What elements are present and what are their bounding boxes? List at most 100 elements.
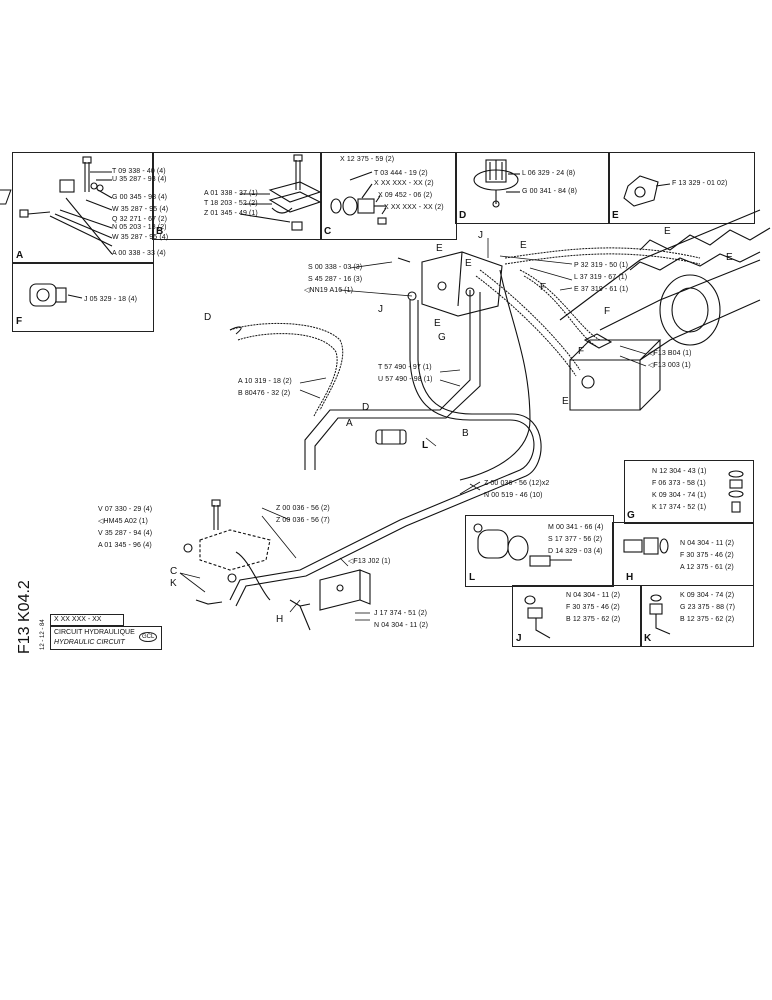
label-t57: T 57 490 - 97 (1) — [378, 364, 432, 371]
bottom-block-drawing — [289, 569, 371, 631]
panel-d-label: L 06 329 - 24 (8) — [522, 170, 576, 177]
label-z00-b: Z 00 036 - 56 (7) — [276, 517, 330, 524]
callout-letter: E — [726, 252, 733, 263]
callout-letter: E — [465, 258, 472, 269]
panel-a-label: Q 32 271 - 67 (2) — [112, 216, 168, 223]
label-f13-j02: ◁F13 J02 (1) — [348, 558, 391, 565]
sheet-code: F13 K04.2 — [16, 580, 33, 654]
callout-letter: J — [478, 230, 483, 241]
panel-a-frame — [12, 152, 154, 264]
panel-g-label: K 09 304 - 74 (1) — [652, 492, 707, 499]
label-s00: S 00 338 - 03 (3) — [308, 264, 363, 271]
label-n00: N 00 519 - 46 (10) — [484, 492, 543, 499]
panel-j-parts-drawing — [524, 595, 551, 639]
panel-c-frame — [320, 152, 457, 240]
panel-e-letter: E — [612, 210, 619, 221]
panel-g-frame — [624, 460, 754, 524]
panel-a-label: N 05 203 - 18 (2) — [112, 224, 167, 231]
label-p32: P 32 319 - 50 (1) — [574, 262, 629, 269]
label-a10: A 10 319 - 18 (2) — [238, 378, 292, 385]
panel-f-letter: F — [16, 316, 23, 327]
panel-h-label: A 12 375 - 61 (2) — [680, 564, 734, 571]
callout-letter: D — [204, 312, 212, 323]
panel-l-label: M 00 341 - 66 (4) — [548, 524, 604, 531]
panel-e-label: F 13 329 - 01 02) — [672, 180, 728, 187]
panel-l-label: S 17 377 - 56 (2) — [548, 536, 603, 543]
rigid-pipes — [229, 269, 542, 607]
panel-a-label: G 00 345 - 98 (4) — [112, 194, 168, 201]
label-u57: U 57 490 - 98 (1) — [378, 376, 433, 383]
panel-a-label: W 35 287 - 95 (4) — [112, 206, 169, 213]
panel-e-flange-drawing — [623, 175, 671, 207]
callout-letter: H — [276, 614, 284, 625]
callout-letter: G — [438, 332, 446, 343]
panel-d-filter-drawing — [473, 159, 520, 208]
callout-letter: E — [434, 318, 441, 329]
panel-k-parts-drawing — [649, 594, 671, 635]
callout-letter: E — [664, 226, 671, 237]
label-f13-804: ◁F13 B04 (1) — [648, 350, 692, 357]
panel-h-parts-drawing — [623, 537, 669, 555]
callout-letter: D — [362, 402, 370, 413]
panel-c-letter: C — [324, 226, 332, 237]
panel-c-label: X XX XXX - XX (2) — [384, 204, 444, 211]
callout-letter: K — [170, 578, 177, 589]
panel-c-label: X 12 375 - 59 (2) — [340, 156, 395, 163]
panel-a-letter: A — [16, 250, 24, 261]
label-a01: A 01 345 - 96 (4) — [98, 542, 152, 549]
panel-h-label: F 30 375 - 46 (2) — [680, 552, 734, 559]
panel-l-letter: L — [469, 572, 476, 583]
label-n04: N 04 304 - 11 (2) — [374, 622, 429, 629]
label-z00-a: Z 00 036 - 56 (2) — [276, 505, 330, 512]
callout-letter: B — [462, 428, 469, 439]
panel-c-label: T 03 444 - 19 (2) — [374, 170, 428, 177]
panel-b-label: A 01 338 - 37 (1) — [204, 190, 258, 197]
callout-letter: L — [422, 440, 429, 451]
bottom-valve-drawing — [183, 499, 271, 605]
label-f13-003: ◁F13 003 (1) — [648, 362, 691, 369]
panel-k-label: K 09 304 - 74 (2) — [680, 592, 735, 599]
panel-a-bracket-drawing — [0, 156, 113, 255]
panel-g-label: F 06 373 - 58 (1) — [652, 480, 706, 487]
label-j17: J 17 374 - 51 (2) — [374, 610, 428, 617]
panel-l-label: D 14 329 - 03 (4) — [548, 548, 603, 555]
label-l37: L 37 319 - 67 (1) — [574, 274, 628, 281]
label-e37: E 37 319 - 61 (1) — [574, 286, 629, 293]
label-z00-top: Z 00 036 - 56 (12)x2 — [484, 480, 550, 487]
callout-letter: F — [540, 282, 547, 293]
callout-letter: C — [170, 566, 178, 577]
label-v35: V 35 287 - 94 (4) — [98, 530, 153, 537]
panel-f-fitting-drawing — [29, 283, 83, 307]
panel-k-letter: K — [644, 633, 652, 644]
panel-k-frame — [640, 585, 754, 647]
panel-h-letter: H — [626, 572, 634, 583]
title-en: HYDRAULIC CIRCUIT — [54, 639, 125, 646]
panel-h-label: N 04 304 - 11 (2) — [680, 540, 735, 547]
panel-k-label: G 23 375 - 88 (7) — [680, 604, 736, 611]
title-main-box: CIRCUIT HYDRAULIQUE HYDRAULIC CIRCUIT GC… — [50, 626, 162, 650]
panel-g-parts-drawing — [728, 470, 744, 513]
title-partno-box: X XX XXX - XX — [50, 614, 124, 626]
panel-e-frame — [608, 152, 755, 224]
title-partno: X XX XXX - XX — [54, 616, 102, 623]
panel-b-clamp-drawing — [239, 154, 322, 231]
callout-letter: J — [378, 304, 383, 315]
pipe-clamp-l-drawing — [375, 429, 407, 445]
panel-a-label: U 35 287 - 93 (4) — [112, 176, 167, 183]
callout-letter: E — [520, 240, 527, 251]
panel-l-parts-drawing — [473, 523, 572, 567]
title-fr: CIRCUIT HYDRAULIQUE — [54, 629, 135, 636]
panel-a-label: T 09 338 - 40 (4) — [112, 168, 166, 175]
panel-j-frame — [512, 585, 642, 647]
panel-b-frame — [152, 152, 322, 240]
panel-f-label: J 05 329 - 18 (4) — [84, 296, 138, 303]
panel-b-letter: B — [156, 226, 164, 237]
label-v07: V 07 330 - 29 (4) — [98, 506, 153, 513]
panel-j-letter: J — [516, 633, 522, 644]
panel-c-label: X 09 452 - 06 (2) — [378, 192, 433, 199]
label-hm45: ◁HM45 A02 (1) — [98, 518, 148, 525]
sheet-date: 12 - 12 - 84 — [40, 619, 46, 650]
panel-d-frame — [455, 152, 610, 224]
label-b80: B 80476 - 32 (2) — [238, 390, 291, 397]
